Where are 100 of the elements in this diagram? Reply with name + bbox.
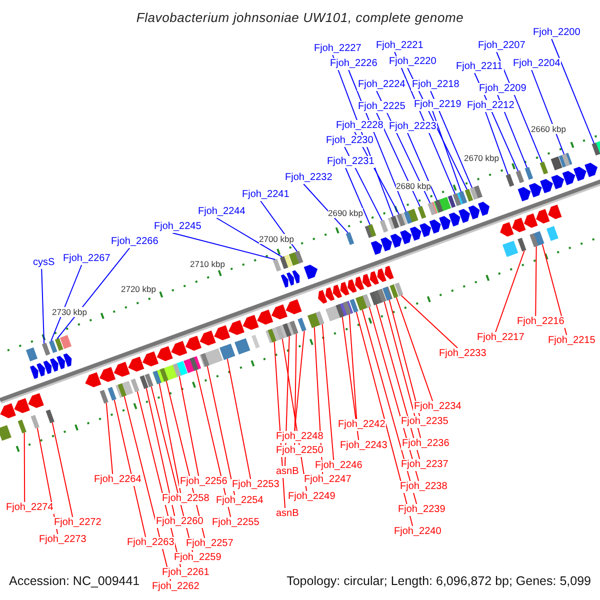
gene-label: Fjoh_2244 bbox=[197, 206, 246, 218]
gene-label: Fjoh_2209 bbox=[478, 83, 528, 95]
position-label: 2660 kbp bbox=[531, 124, 566, 134]
gene-label: Fjoh_2262 bbox=[151, 581, 200, 593]
leader-line bbox=[531, 70, 565, 155]
gene-box bbox=[268, 328, 276, 342]
gene-label: Fjoh_2260 bbox=[155, 516, 204, 528]
gene-box bbox=[336, 304, 344, 318]
gene-label: Fjoh_2235 bbox=[400, 416, 450, 428]
leader-line bbox=[226, 358, 252, 480]
leader-line bbox=[362, 309, 418, 504]
leader-line bbox=[407, 132, 438, 202]
gene-label: Fjoh_2267 bbox=[62, 253, 112, 265]
gene-label: Fjoh_2254 bbox=[215, 495, 264, 507]
gene-label: Fjoh_2239 bbox=[397, 504, 446, 516]
gene-label: Fjoh_2217 bbox=[476, 332, 526, 344]
gene-label: Fjoh_2227 bbox=[313, 43, 362, 55]
gene-label: cysS bbox=[32, 257, 56, 269]
leader-line bbox=[345, 168, 371, 226]
gene-box bbox=[390, 284, 398, 298]
leader-line bbox=[342, 316, 360, 440]
gene-label: Fjoh_2212 bbox=[466, 100, 516, 112]
gene-label: Fjoh_2247 bbox=[303, 474, 352, 486]
gene-box bbox=[536, 231, 544, 245]
gene-label: Fjoh_2232 bbox=[284, 172, 334, 184]
gene-box bbox=[346, 232, 354, 245]
gene-label: Fjoh_2257 bbox=[185, 538, 234, 550]
gene-box bbox=[390, 216, 400, 229]
gene-box bbox=[220, 346, 230, 360]
gene-box bbox=[470, 187, 478, 200]
leader-line bbox=[396, 296, 434, 402]
gene-label: Fjoh_2240 bbox=[393, 526, 442, 538]
gene-box bbox=[452, 193, 462, 206]
gene-box bbox=[308, 314, 316, 328]
gene-label: Fjoh_2223 bbox=[388, 121, 438, 133]
gene-box bbox=[130, 378, 140, 392]
gene-label: Fjoh_2241 bbox=[241, 189, 290, 201]
gene-box bbox=[46, 409, 54, 424]
leader-line bbox=[158, 383, 182, 494]
leader-line bbox=[322, 324, 334, 460]
leader-line bbox=[114, 399, 146, 538]
gene-label: Fjoh_2255 bbox=[211, 517, 260, 529]
gene-box bbox=[140, 375, 148, 390]
gene-label: Fjoh_2220 bbox=[388, 56, 438, 68]
gene-label: Fjoh_2253 bbox=[231, 479, 280, 491]
position-label: 2690 kbp bbox=[328, 208, 363, 218]
gene-box bbox=[54, 338, 64, 351]
leader-line bbox=[384, 301, 422, 438]
leader-line bbox=[24, 432, 26, 502]
gene-label: Fjoh_2218 bbox=[411, 79, 460, 91]
gene-box bbox=[280, 256, 288, 269]
leader-line bbox=[432, 110, 462, 192]
leader-line bbox=[106, 402, 114, 474]
gene-label: Fjoh_2230 bbox=[325, 135, 374, 147]
gene-label: Fjoh_2226 bbox=[329, 58, 378, 70]
leader-line bbox=[206, 366, 236, 496]
gene-box bbox=[282, 323, 292, 337]
gene-label: Fjoh_2264 bbox=[93, 474, 142, 486]
gene-box bbox=[30, 414, 40, 429]
gene-label: Fjoh_2243 bbox=[339, 440, 388, 452]
gene-label: Fjoh_2231 bbox=[326, 156, 376, 168]
gene-box bbox=[362, 294, 372, 308]
gene-label: Fjoh_2246 bbox=[314, 460, 364, 472]
position-label: 2710 kbp bbox=[190, 259, 225, 269]
leader-line bbox=[388, 299, 420, 416]
gene-label: Fjoh_2215 bbox=[547, 335, 596, 347]
gene-label: Fjoh_2242 bbox=[337, 419, 386, 431]
gene-box bbox=[434, 200, 444, 213]
gene-label: Fjoh_2236 bbox=[401, 438, 450, 450]
leader-line bbox=[348, 314, 358, 420]
gene-label: Fjoh_2273 bbox=[38, 534, 88, 546]
gene-label: Fjoh_2248 bbox=[275, 431, 324, 443]
gene-box bbox=[152, 370, 162, 384]
footer-text: Topology: circular; Length: 6,096,872 bp; Genes: 5,099 bbox=[286, 574, 591, 589]
gene-box bbox=[378, 288, 386, 302]
gene-box bbox=[316, 311, 324, 325]
gene-label: Fjoh_2266 bbox=[110, 236, 160, 248]
gene-box bbox=[42, 342, 50, 356]
gene-box bbox=[562, 154, 570, 166]
leader-line bbox=[41, 268, 45, 344]
gene-box bbox=[418, 206, 426, 219]
gene-label: Fjoh_2228 bbox=[335, 120, 384, 132]
gene-box bbox=[276, 326, 284, 340]
gene-box bbox=[370, 292, 378, 306]
gene-label: Fjoh_2225 bbox=[357, 101, 406, 113]
leader-line bbox=[400, 295, 458, 348]
gene-box bbox=[272, 258, 282, 272]
leader-line bbox=[485, 112, 509, 176]
position-label: 2730 kbp bbox=[52, 307, 87, 317]
gene-box bbox=[368, 224, 376, 237]
gene-label: Fjoh_2204 bbox=[512, 58, 562, 70]
gene-label: Fjoh_2274 bbox=[5, 502, 54, 514]
leader-line bbox=[52, 422, 74, 518]
gene-label: asnB bbox=[275, 466, 300, 478]
gene-label: Fjoh_2238 bbox=[399, 481, 448, 493]
gene-label: Fjoh_2237 bbox=[400, 459, 450, 471]
gene-box bbox=[294, 250, 304, 264]
gene-label: Fjoh_2263 bbox=[126, 537, 176, 549]
leader-line bbox=[535, 246, 537, 316]
gene-box bbox=[540, 162, 548, 174]
